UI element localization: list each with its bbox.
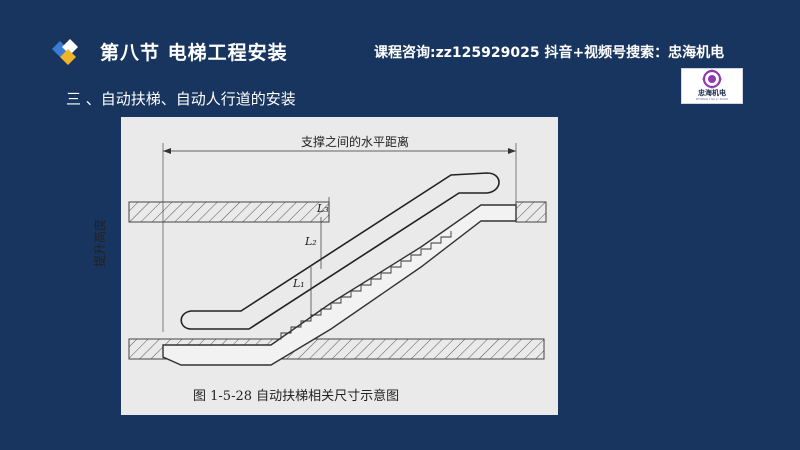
consult-info: 课程咨询:zz125929025 抖音+视频号搜索：忠海机电 <box>374 45 725 61</box>
upper-floor-left <box>128 201 330 223</box>
brand-logo-icon <box>702 69 722 89</box>
escalator-diagram: 支撑之间的水平距离 提升高度 L₁ L₂ L₃ 图 1-5-28 自动扶梯相关尺… <box>93 117 558 415</box>
escalator-truss <box>162 204 517 366</box>
rise-label: 提升高度 <box>93 218 107 267</box>
figure-caption: 图 1-5-28 自动扶梯相关尺寸示意图 <box>193 389 400 404</box>
diamond-logo-icon <box>52 39 78 65</box>
section-title: 三 、自动扶梯、自动人行道的安装 <box>66 90 296 108</box>
steps <box>271 231 452 340</box>
brand-subtitle: ZHONG HAI JI DIAN <box>696 97 728 101</box>
l3-label: L₃ <box>317 202 329 215</box>
l2-label: L₂ <box>305 235 317 248</box>
handrail <box>180 172 500 330</box>
diagram-drawing <box>128 143 547 366</box>
brand-logo: 忠海机电 ZHONG HAI JI DIAN <box>681 68 743 104</box>
brand-name: 忠海机电 <box>698 89 726 97</box>
span-label: 支撑之间的水平距离 <box>301 135 410 149</box>
header: 第八节 电梯工程安装 课程咨询:zz125929025 抖音+视频号搜索：忠海机… <box>0 0 800 80</box>
page-title: 第八节 电梯工程安装 <box>100 42 288 64</box>
upper-floor-right <box>515 201 547 223</box>
l1-label: L₁ <box>293 277 305 290</box>
